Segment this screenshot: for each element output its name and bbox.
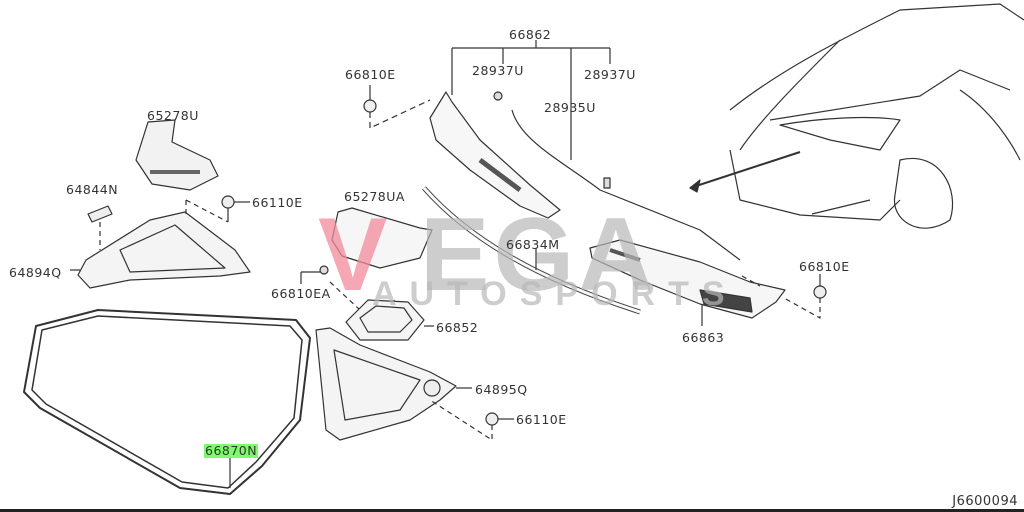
part-label-66852[interactable]: 66852 [436,320,479,335]
bottom-border [0,509,1024,512]
part-label-28937U-b[interactable]: 28937U [584,67,636,82]
diagram-code: J6600094 [952,494,1018,509]
part-label-65278UA[interactable]: 65278UA [344,189,405,204]
part-label-66810E-top[interactable]: 66810E [345,67,396,82]
watermark-v: V [318,197,388,313]
part-label-64895Q[interactable]: 64895Q [475,382,528,397]
part-label-66870N-highlighted[interactable]: 66870N [204,443,259,458]
part-label-64894Q[interactable]: 64894Q [9,265,62,280]
part-label-66110E-bottom[interactable]: 66110E [516,412,567,427]
watermark-vega: EGA [420,197,658,313]
part-label-28935U[interactable]: 28935U [544,100,596,115]
part-label-66810EA[interactable]: 66810EA [271,286,331,301]
part-label-66110E-top[interactable]: 66110E [252,195,303,210]
part-label-65278U[interactable]: 65278U [147,108,199,123]
part-label-28937U-a[interactable]: 28937U [472,63,524,78]
part-label-66834M[interactable]: 66834M [506,237,560,252]
watermark-autosports: AUTOSPORTS [372,275,738,313]
part-label-64844N[interactable]: 64844N [66,182,119,197]
part-label-66862[interactable]: 66862 [509,27,552,42]
part-label-66810E-right[interactable]: 66810E [799,259,850,274]
part-label-66863[interactable]: 66863 [682,330,725,345]
